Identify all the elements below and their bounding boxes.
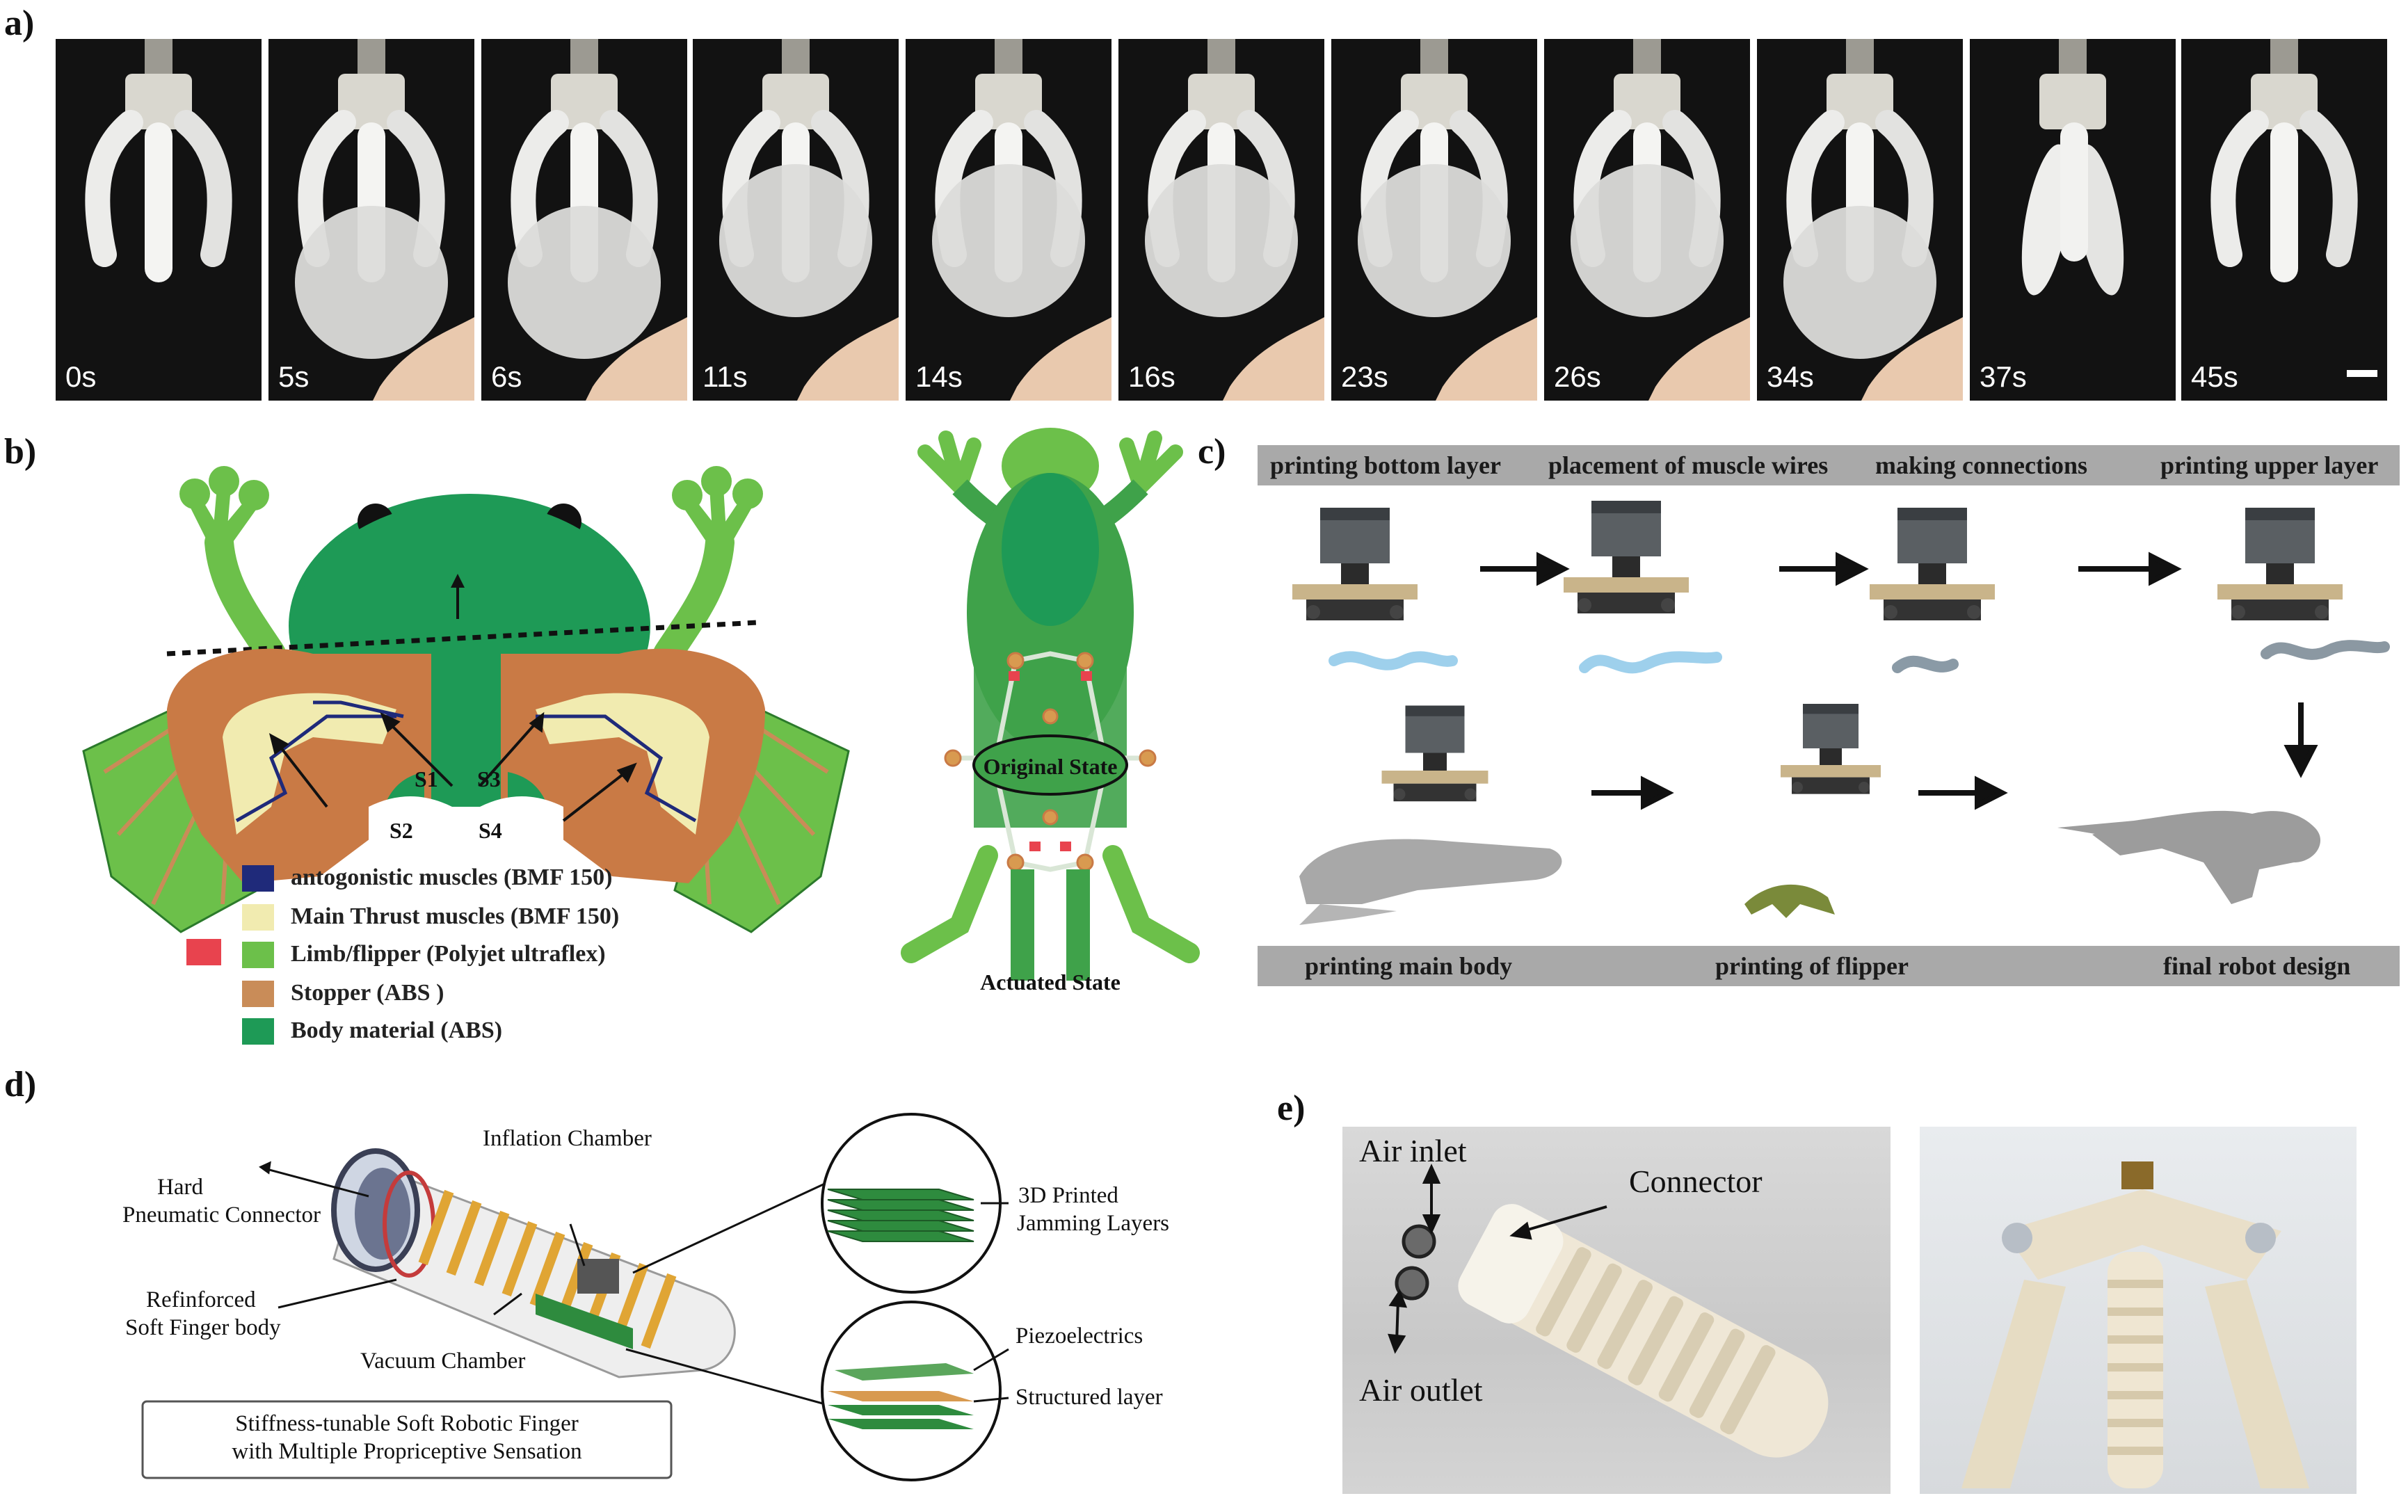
scale-bar xyxy=(2347,370,2377,377)
frame-time-label: 0s xyxy=(65,360,97,393)
legend-swatch xyxy=(242,1018,274,1045)
actuated-state-label: Actuated State xyxy=(980,970,1121,995)
finger-photo-drawing xyxy=(1388,1164,1829,1458)
label-piezoelectrics: Piezoelectrics xyxy=(1016,1324,1143,1349)
legend-swatch xyxy=(242,981,274,1007)
gripper-drawing xyxy=(1571,39,1750,401)
gripper-drawing xyxy=(1783,39,1963,401)
process-header-bottom xyxy=(1258,946,2400,986)
step-printing-flipper: printing of flipper xyxy=(1715,952,1909,980)
label-connector: Connector xyxy=(1629,1164,1763,1199)
legend-extra-swatch xyxy=(186,939,221,965)
gripper-drawing xyxy=(932,39,1111,401)
process-header-top xyxy=(1258,445,2400,485)
panel-c-letter: c) xyxy=(1198,432,1226,472)
frog-skeleton-diagram xyxy=(901,428,1200,981)
legend-label: Limb/flipper (Polyjet ultraflex) xyxy=(291,941,606,967)
muscle-label-s2: S2 xyxy=(390,818,413,843)
panel-e-letter: e) xyxy=(1277,1088,1306,1128)
legend-label: Stopper (ABS ) xyxy=(291,980,444,1006)
frame-time-label: 6s xyxy=(491,360,522,393)
label-hard: Hard xyxy=(157,1175,203,1200)
timelapse-frame: 0s xyxy=(56,39,262,401)
muscle-label-s1: S1 xyxy=(415,766,438,791)
timelapse-frame: 6s xyxy=(481,39,687,401)
timelapse-frame: 5s xyxy=(268,39,474,401)
timelapse-frame: 26s xyxy=(1544,39,1750,401)
label-air-inlet: Air inlet xyxy=(1359,1133,1467,1168)
frame-time-label: 26s xyxy=(1554,360,1601,393)
gripper-drawing xyxy=(1145,39,1324,401)
muscle-label-s4: S4 xyxy=(479,818,502,843)
label-structured-layer: Structured layer xyxy=(1016,1385,1163,1410)
original-state-label: Original State xyxy=(983,754,1118,779)
legend-label: antogonistic muscles (BMF 150) xyxy=(291,864,613,890)
gripper-drawing xyxy=(719,39,899,401)
timelapse-frame: 23s xyxy=(1331,39,1537,401)
timelapse-frame: 16s xyxy=(1118,39,1324,401)
legend-label: Main Thrust muscles (BMF 150) xyxy=(291,903,620,929)
step-printing-main-body: printing main body xyxy=(1305,952,1513,980)
panel-d-letter: d) xyxy=(4,1065,37,1104)
label-pneumatic-connector: Pneumatic Connector xyxy=(122,1203,321,1228)
step-placement-muscle-wires: placement of muscle wires xyxy=(1548,451,1829,479)
frame-time-label: 16s xyxy=(1128,360,1175,393)
label-jamming-layers: Jamming Layers xyxy=(1017,1211,1170,1236)
timelapse-frame: 11s xyxy=(693,39,899,401)
gripper-drawing xyxy=(295,39,474,401)
fabrication-process-diagram xyxy=(1292,501,2390,925)
gripper-drawing xyxy=(2210,39,2358,282)
gripper-drawing xyxy=(508,39,687,401)
frame-time-label: 45s xyxy=(2191,360,2238,393)
frog-muscle-diagram xyxy=(82,466,850,933)
gripper-drawing xyxy=(2021,39,2124,296)
frame-time-label: 23s xyxy=(1341,360,1388,393)
legend-label: Body material (ABS) xyxy=(291,1018,503,1043)
panel-a-letter: a) xyxy=(4,3,35,43)
frame-time-label: 14s xyxy=(915,360,963,393)
label-vacuum-chamber: Vacuum Chamber xyxy=(360,1349,526,1374)
soft-finger-diagram xyxy=(141,1113,1009,1481)
caption-line-1: Stiffness-tunable Soft Robotic Finger xyxy=(235,1411,579,1436)
label-3d-printed: 3D Printed xyxy=(1018,1183,1118,1208)
timelapse-frame: 37s xyxy=(1970,39,2176,401)
step-making-connections: making connections xyxy=(1875,451,2088,479)
step-final-robot-design: final robot design xyxy=(2163,952,2351,980)
legend-swatch xyxy=(242,942,274,968)
frame-time-label: 37s xyxy=(1980,360,2027,393)
gripper-drawing xyxy=(85,39,232,282)
step-printing-bottom-layer: printing bottom layer xyxy=(1270,451,1501,479)
label-air-outlet: Air outlet xyxy=(1359,1372,1483,1408)
timelapse-frame: 34s xyxy=(1757,39,1963,401)
panel-b-letter: b) xyxy=(4,432,37,472)
legend-swatch xyxy=(242,904,274,931)
timelapse-frame: 45s xyxy=(2181,39,2387,401)
finger-photo: Air inlet Connector Air outlet xyxy=(1342,1127,1891,1494)
label-soft-finger-body: Soft Finger body xyxy=(125,1315,281,1340)
frame-time-label: 34s xyxy=(1767,360,1814,393)
legend-swatch xyxy=(242,865,274,892)
label-inflation-chamber: Inflation Chamber xyxy=(483,1126,652,1151)
step-printing-upper-layer: printing upper layer xyxy=(2160,451,2379,479)
label-reinforced: Refinforced xyxy=(146,1287,256,1312)
timelapse-frame: 14s xyxy=(906,39,1111,401)
frame-time-label: 5s xyxy=(278,360,310,393)
gripper-drawing xyxy=(1358,39,1537,401)
gripper-photo-drawing xyxy=(1961,1161,2309,1488)
caption-line-2: with Multiple Propriceptive Sensation xyxy=(232,1439,582,1464)
frame-time-label: 11s xyxy=(703,360,748,393)
muscle-label-s3: S3 xyxy=(477,766,501,791)
gripper-photo xyxy=(1920,1127,2357,1494)
